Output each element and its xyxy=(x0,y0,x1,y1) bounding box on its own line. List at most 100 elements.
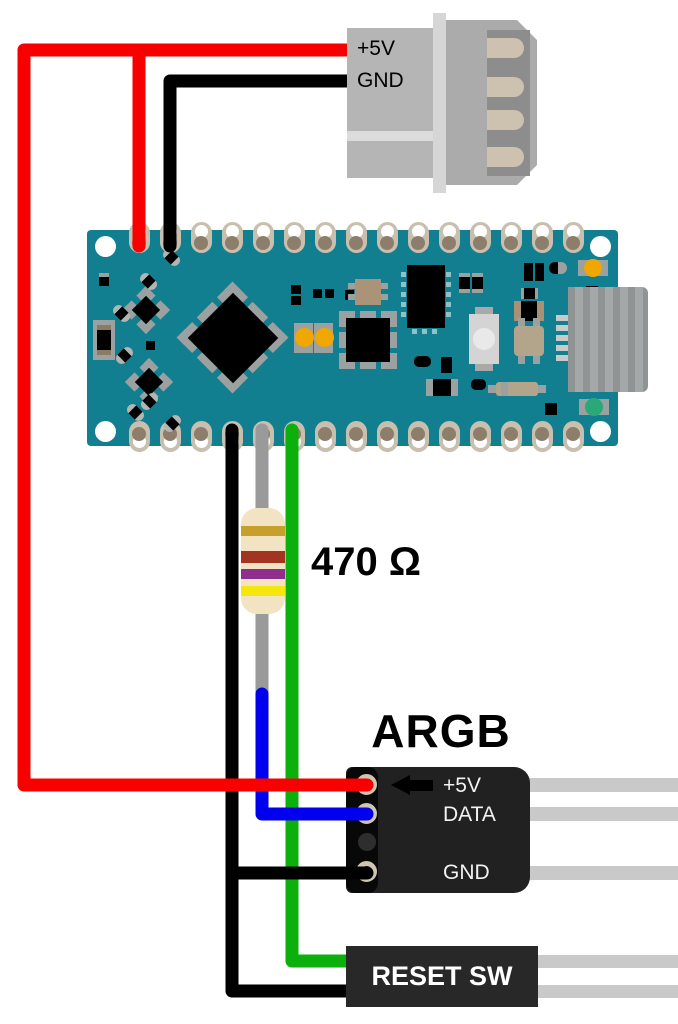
status-led-green xyxy=(585,398,603,416)
mounting-hole xyxy=(589,235,611,257)
resistor-band-2 xyxy=(241,551,285,563)
mounting-hole xyxy=(94,420,116,442)
diode-leg xyxy=(488,385,497,393)
crystal-leg xyxy=(518,318,525,328)
smd-part xyxy=(524,263,533,281)
resistor-470ohm xyxy=(241,508,285,614)
power-connector-pin xyxy=(487,110,524,130)
header-pin xyxy=(345,421,367,452)
header-pin xyxy=(562,421,584,452)
header-pin xyxy=(190,222,212,253)
argb-pin-hole-blank xyxy=(358,833,376,851)
power-connector-latch-slot xyxy=(347,131,433,141)
argb-gnd-label: GND xyxy=(443,861,490,884)
diode-band xyxy=(501,382,508,396)
header-pin xyxy=(252,222,274,253)
voltage-regulator xyxy=(355,279,381,305)
smd-part xyxy=(291,285,301,294)
header-pin xyxy=(128,421,150,452)
reset-button-tab xyxy=(475,362,493,371)
arrow-left-icon xyxy=(391,775,410,795)
resistor-band-3 xyxy=(241,569,285,579)
reset-signal-wire-green xyxy=(285,423,359,968)
smd-part xyxy=(291,296,301,305)
argb-title: ARGB xyxy=(371,705,511,757)
header-pin xyxy=(252,421,274,452)
header-pin xyxy=(128,222,150,253)
smd-part xyxy=(545,403,557,415)
electrolytic-capacitor xyxy=(315,328,334,347)
smd-part xyxy=(146,341,155,350)
argb-ribbon-wire xyxy=(527,807,678,821)
smd-part xyxy=(313,289,322,298)
mounting-hole xyxy=(94,235,116,257)
header-pin xyxy=(562,222,584,253)
header-pin xyxy=(283,222,305,253)
mounting-hole xyxy=(589,420,611,442)
crystal-leg xyxy=(533,318,540,328)
reset-switch-block: RESET SW xyxy=(346,946,538,1007)
smd-part xyxy=(471,379,486,390)
power-5v-label: +5V xyxy=(357,37,395,60)
power-connector-flange xyxy=(433,13,446,193)
resistor-band-4 xyxy=(241,586,285,596)
header-pin xyxy=(469,222,491,253)
header-pin xyxy=(469,421,491,452)
header-pin xyxy=(283,421,305,452)
smd-part xyxy=(433,379,451,396)
argb-5v-label: +5V xyxy=(443,774,481,797)
header-pin xyxy=(531,222,553,253)
argb-pin-hole-data xyxy=(356,803,377,824)
argb-pin-hole-5v xyxy=(356,774,377,795)
chip-legs xyxy=(412,329,441,334)
memory-chip xyxy=(407,265,445,328)
header-pin xyxy=(438,222,460,253)
chip-legs xyxy=(401,272,406,322)
smd-part xyxy=(472,273,483,293)
smd-part xyxy=(441,357,452,373)
smd-part xyxy=(97,350,111,355)
reset-ribbon-wire xyxy=(536,985,678,998)
argb-ribbon-wire xyxy=(527,866,678,880)
header-pin xyxy=(190,421,212,452)
usb-connector xyxy=(568,287,648,392)
usb-serial-chip xyxy=(346,318,390,362)
smd-part xyxy=(521,288,538,299)
reset-switch-label: RESET SW xyxy=(371,961,513,991)
smd-part xyxy=(459,273,470,293)
smd-leg xyxy=(348,294,355,300)
power-connector-pin xyxy=(487,77,524,97)
resistor-band-1 xyxy=(241,526,285,536)
smd-part xyxy=(535,263,544,281)
header-pin xyxy=(500,222,522,253)
usb-pins xyxy=(556,315,568,363)
argb-pin-hole-gnd xyxy=(356,861,377,882)
arrow-left-icon-bar xyxy=(409,780,433,791)
header-pin xyxy=(500,421,522,452)
reset-button-tab xyxy=(475,307,493,316)
reset-ribbon-wire xyxy=(536,955,678,968)
smd-leg xyxy=(348,283,355,289)
header-pin xyxy=(221,222,243,253)
crystal-leg xyxy=(533,354,540,364)
smd-part xyxy=(521,301,537,321)
header-pin xyxy=(438,421,460,452)
power-gnd-label: GND xyxy=(357,69,404,92)
smd-part xyxy=(97,330,111,350)
header-pin xyxy=(376,421,398,452)
header-pin xyxy=(345,222,367,253)
power-led-orange xyxy=(584,259,602,277)
crystal xyxy=(514,326,544,356)
crystal-leg xyxy=(518,354,525,364)
header-pin xyxy=(407,222,429,253)
reset-button-cap xyxy=(473,328,495,350)
smd-part xyxy=(325,289,334,298)
header-pin xyxy=(407,421,429,452)
header-pin xyxy=(314,421,336,452)
header-pin xyxy=(221,421,243,452)
power-connector-pin xyxy=(487,147,524,167)
chip-legs xyxy=(446,272,451,322)
smd-part xyxy=(414,356,431,367)
smd-leg xyxy=(381,294,388,300)
